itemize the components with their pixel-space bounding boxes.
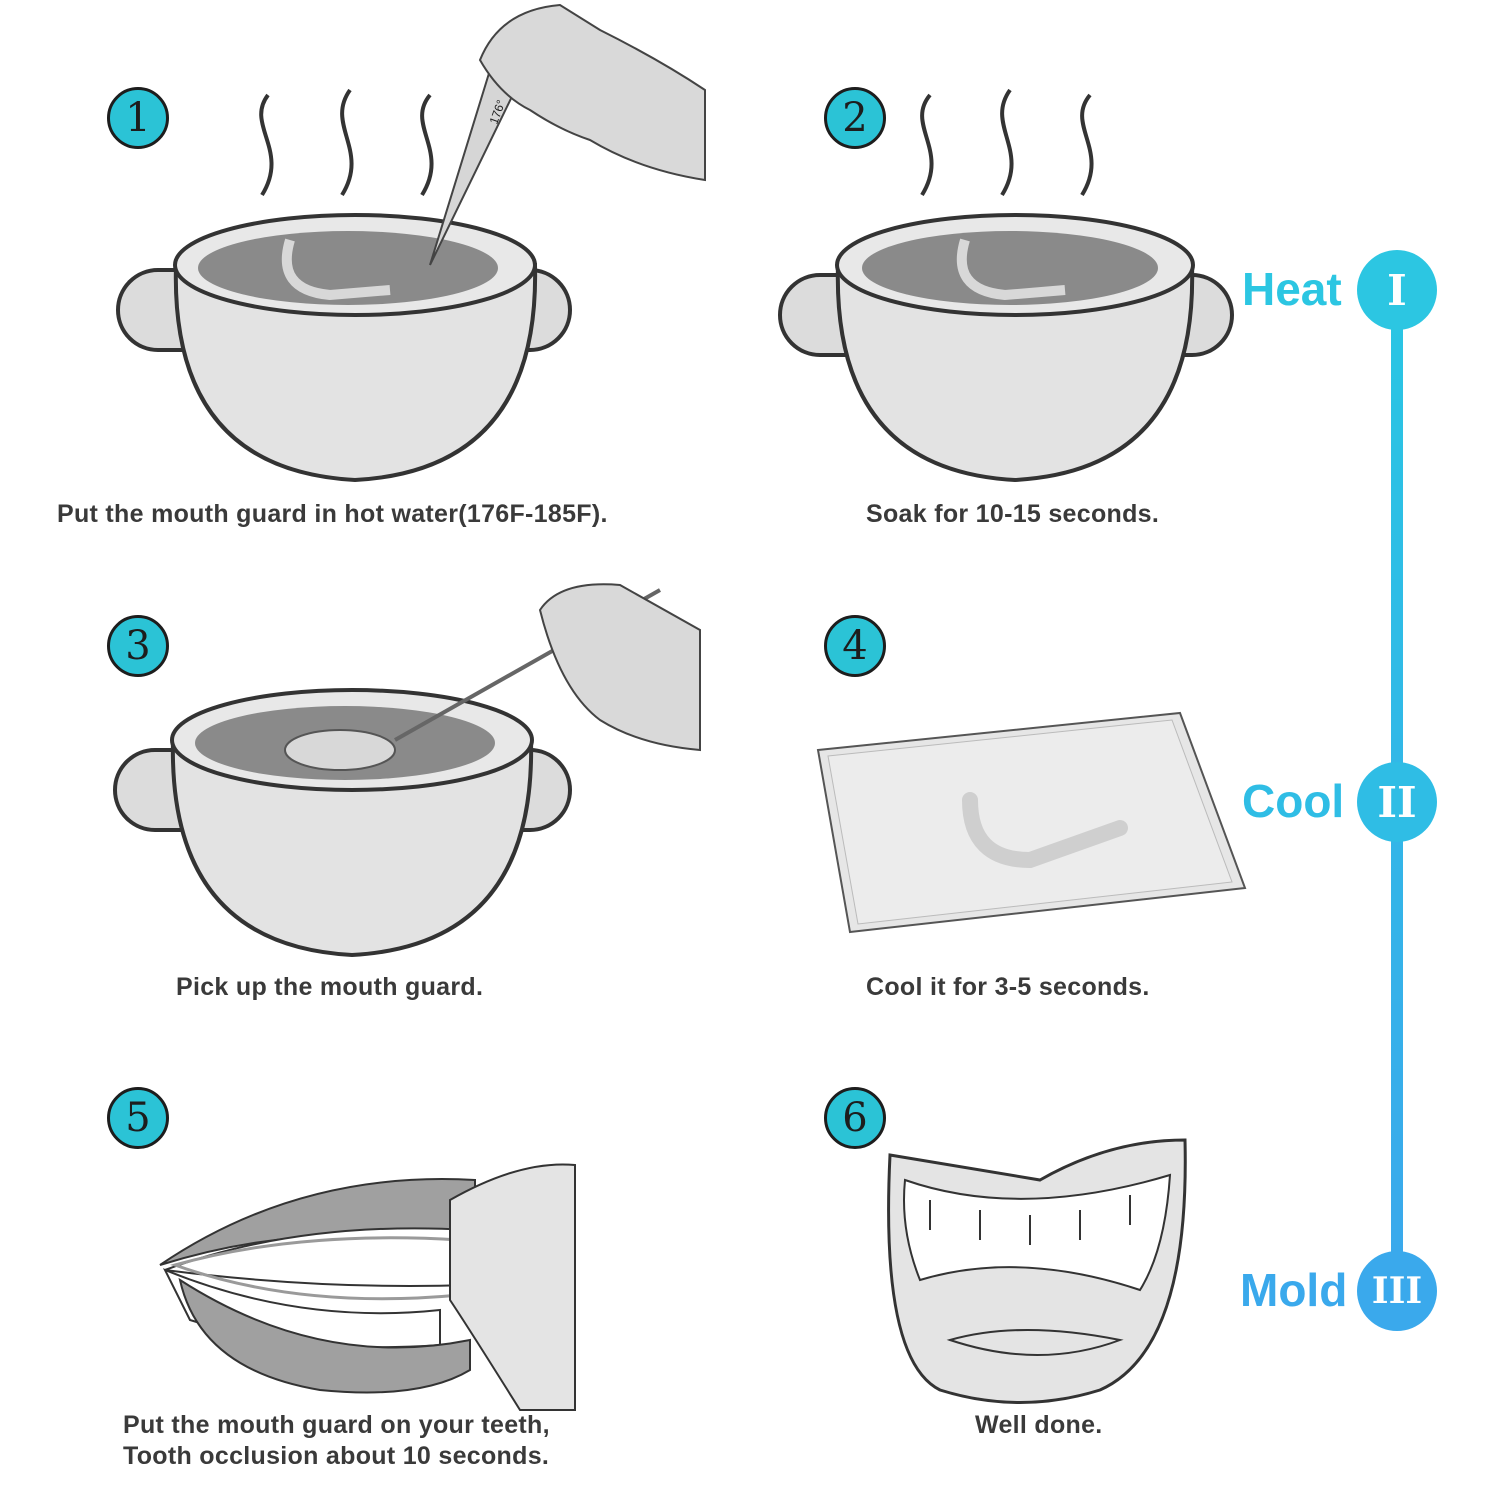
step-number-badge: 3 xyxy=(107,615,169,677)
cooling-on-towel-illustration xyxy=(816,711,1247,934)
step-1: 1 176° Put the mouth guard in hot water(… xyxy=(0,0,720,560)
phase-label-mold: Mold xyxy=(1240,1264,1348,1316)
step-caption: Put the mouth guard in hot water(176F-18… xyxy=(57,500,608,528)
step-5: 5 Put the mouth guard on your teeth, Too… xyxy=(0,1070,720,1497)
phase-label-heat: Heat xyxy=(1242,263,1342,315)
pot-soaking-illustration xyxy=(778,88,1234,483)
step-caption: Well done. xyxy=(975,1411,1103,1439)
step-caption: Soak for 10-15 seconds. xyxy=(866,500,1160,528)
step-number-badge: 5 xyxy=(107,1087,169,1149)
phase-numeral-heat: I xyxy=(1357,250,1437,330)
step-number-badge: 1 xyxy=(107,87,169,149)
step-caption: Pick up the mouth guard. xyxy=(176,973,484,1001)
pot-with-spoon-illustration xyxy=(113,583,701,958)
pot-with-thermometer-illustration xyxy=(116,3,706,483)
step-2: 2 Soak for 10-15 seconds. xyxy=(720,0,1240,560)
step-caption-line-1: Put the mouth guard on your teeth, xyxy=(123,1411,550,1439)
phase-label-cool: Cool xyxy=(1242,775,1345,827)
phase-numeral-cool: II xyxy=(1357,762,1437,842)
step-caption: Cool it for 3-5 seconds. xyxy=(866,973,1150,1001)
step-3: 3 Pick up the mouth guard. xyxy=(0,570,720,1020)
step-number-badge: 6 xyxy=(824,1087,886,1149)
step-number-badge: 4 xyxy=(824,615,886,677)
steam-icon xyxy=(920,88,1094,197)
step-6: 6 Well done. xyxy=(720,1070,1260,1497)
molded-guard-illustration xyxy=(887,1138,1187,1404)
step-number-badge: 2 xyxy=(824,87,886,149)
phase-numeral-mold: III xyxy=(1357,1251,1437,1331)
step-caption-line-2: Tooth occlusion about 10 seconds. xyxy=(123,1442,550,1470)
step-4: 4 Cool it for 3-5 seconds. xyxy=(720,570,1260,1020)
steam-icon xyxy=(259,88,434,197)
fitting-on-teeth-illustration xyxy=(159,1163,576,1411)
